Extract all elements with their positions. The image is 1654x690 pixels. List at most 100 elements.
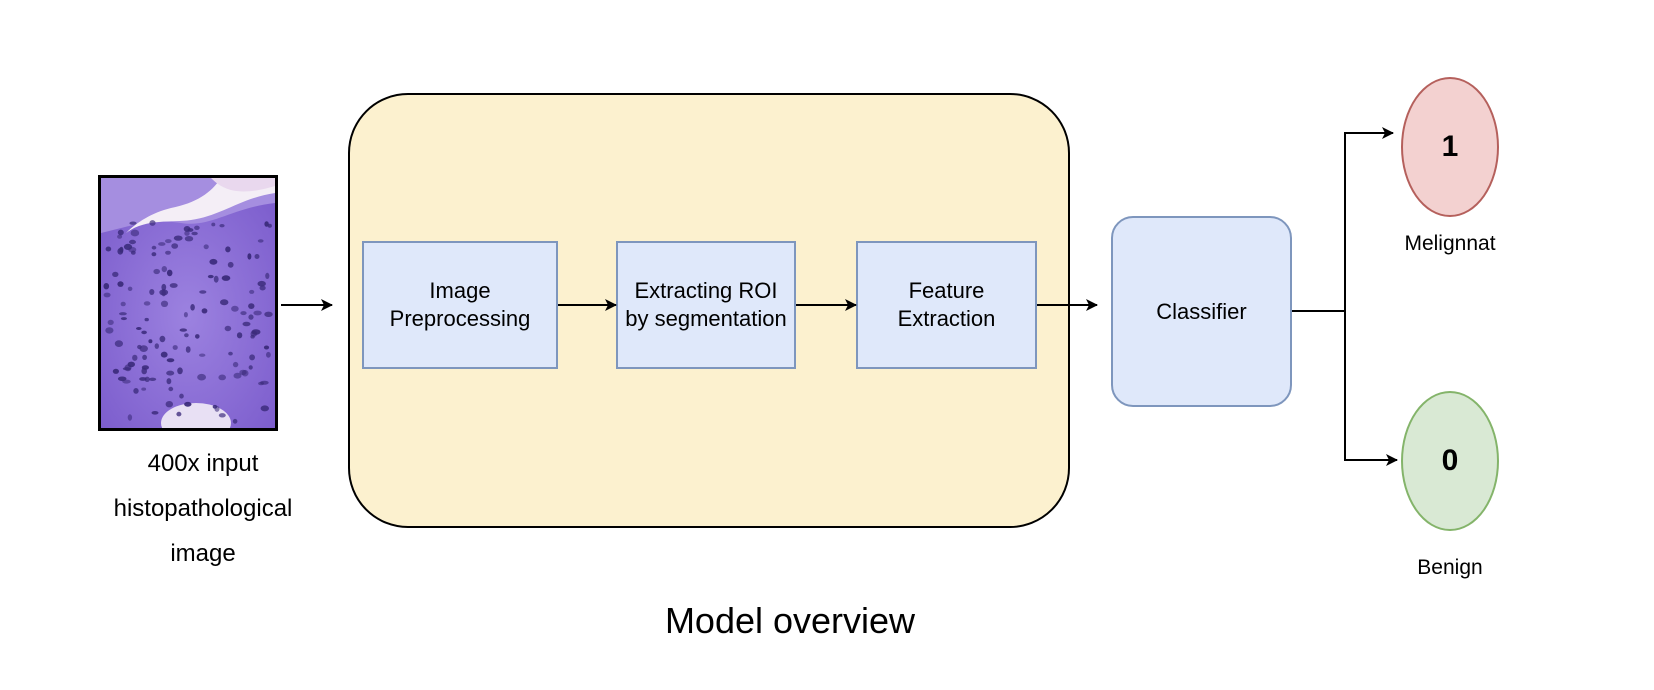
- cell-nucleus: [240, 311, 247, 316]
- cell-nucleus: [161, 283, 167, 291]
- step-label: Feature Extraction: [897, 278, 996, 331]
- output-node-benign: 0: [1401, 391, 1499, 531]
- cell-nucleus: [185, 346, 191, 353]
- cell-nucleus: [153, 268, 160, 275]
- cell-nucleus: [124, 364, 132, 372]
- cell-nucleus: [247, 253, 252, 260]
- cell-nucleus: [154, 343, 159, 349]
- cell-nucleus: [161, 266, 167, 273]
- arrow-classifier-to-malignant: [1292, 127, 1394, 312]
- cell-nucleus: [127, 414, 133, 421]
- cell-nucleus: [120, 317, 127, 321]
- input-caption-line2: histopathological image: [113, 495, 293, 567]
- cell-nucleus: [119, 246, 124, 253]
- cell-nucleus: [265, 272, 270, 279]
- cell-nucleus: [160, 351, 168, 358]
- cell-nucleus: [266, 351, 271, 358]
- cell-nucleus: [236, 332, 243, 339]
- input-caption-line1: 400x input: [147, 450, 259, 477]
- cell-nucleus: [103, 292, 111, 298]
- cell-nucleus: [149, 289, 155, 295]
- cell-nucleus: [264, 311, 273, 317]
- tissue-texture: [101, 178, 275, 428]
- cell-nucleus: [232, 361, 239, 368]
- cell-nucleus: [260, 380, 269, 385]
- arrow-classifier-to-benign: [1344, 311, 1398, 466]
- cell-nucleus: [133, 388, 139, 394]
- cell-nucleus: [173, 235, 183, 241]
- cell-nucleus: [166, 370, 175, 376]
- cell-nucleus: [171, 243, 179, 249]
- cell-nucleus: [130, 229, 140, 237]
- cell-nucleus: [141, 365, 149, 370]
- cell-nucleus: [207, 274, 214, 279]
- cell-nucleus: [218, 413, 226, 418]
- cell-nucleus: [103, 283, 110, 290]
- cell-nucleus: [159, 335, 166, 343]
- cell-nucleus: [195, 334, 200, 339]
- cell-nucleus: [184, 236, 194, 242]
- cell-nucleus: [239, 369, 247, 376]
- cell-nucleus: [165, 250, 171, 255]
- cell-nucleus: [172, 345, 178, 350]
- diagram-title: Model overview: [664, 600, 916, 641]
- cell-nucleus: [199, 353, 206, 357]
- classifier-label: Classifier: [1156, 298, 1247, 324]
- cell-nucleus: [220, 299, 229, 306]
- cell-nucleus: [177, 367, 183, 375]
- cell-nucleus: [143, 301, 151, 306]
- cell-nucleus: [127, 286, 133, 291]
- cell-nucleus: [149, 220, 156, 226]
- cell-nucleus: [166, 378, 172, 385]
- cell-nucleus: [141, 330, 147, 335]
- cell-nucleus: [184, 230, 190, 236]
- cell-nucleus: [148, 339, 153, 344]
- step-roi-segmentation: Extracting ROI by segmentation: [616, 241, 796, 369]
- cell-nucleus: [232, 418, 238, 424]
- cell-nucleus: [224, 325, 232, 332]
- cell-nucleus: [203, 244, 209, 250]
- cell-nucleus: [184, 401, 192, 407]
- cell-nucleus: [257, 280, 266, 287]
- histopathology-image: [98, 175, 278, 431]
- step-label: Extracting ROI by segmentation: [625, 278, 787, 331]
- cell-nucleus: [257, 239, 264, 243]
- cell-nucleus: [219, 224, 225, 228]
- cell-nucleus: [117, 234, 123, 239]
- cell-nucleus: [117, 281, 124, 287]
- cell-nucleus: [105, 246, 112, 252]
- cell-nucleus: [248, 314, 254, 320]
- cell-nucleus: [263, 345, 270, 350]
- output-label-malignant: Melignnat: [1404, 232, 1496, 255]
- cell-nucleus: [151, 411, 159, 415]
- cell-nucleus: [218, 374, 226, 381]
- cell-nucleus: [183, 312, 188, 318]
- cell-nucleus: [139, 377, 147, 381]
- cell-nucleus: [137, 344, 142, 350]
- cell-nucleus: [114, 340, 123, 347]
- cell-nucleus: [221, 275, 231, 281]
- cell-nucleus: [267, 223, 272, 228]
- output-value: 0: [1441, 444, 1459, 477]
- cell-nucleus: [117, 229, 124, 236]
- output-label-benign: Benign: [1417, 556, 1483, 579]
- cell-nucleus: [250, 330, 258, 337]
- cell-nucleus: [264, 221, 269, 227]
- cell-nucleus: [144, 317, 149, 322]
- cell-nucleus: [254, 254, 260, 259]
- cell-nucleus: [249, 354, 256, 361]
- cell-nucleus: [253, 310, 262, 316]
- step-feature-extraction: Feature Extraction: [856, 241, 1037, 369]
- cell-nucleus: [242, 321, 251, 327]
- output-value: 1: [1441, 130, 1459, 163]
- cell-nucleus: [211, 222, 216, 227]
- cell-nucleus: [128, 246, 137, 253]
- cell-nucleus: [259, 285, 266, 291]
- cell-nucleus: [231, 305, 239, 312]
- cell-nucleus: [184, 333, 189, 338]
- cell-nucleus: [159, 289, 169, 296]
- step-label: Image Preprocessing: [389, 278, 531, 331]
- cell-nucleus: [176, 411, 182, 417]
- cell-nucleus: [132, 354, 138, 361]
- cell-nucleus: [213, 275, 219, 283]
